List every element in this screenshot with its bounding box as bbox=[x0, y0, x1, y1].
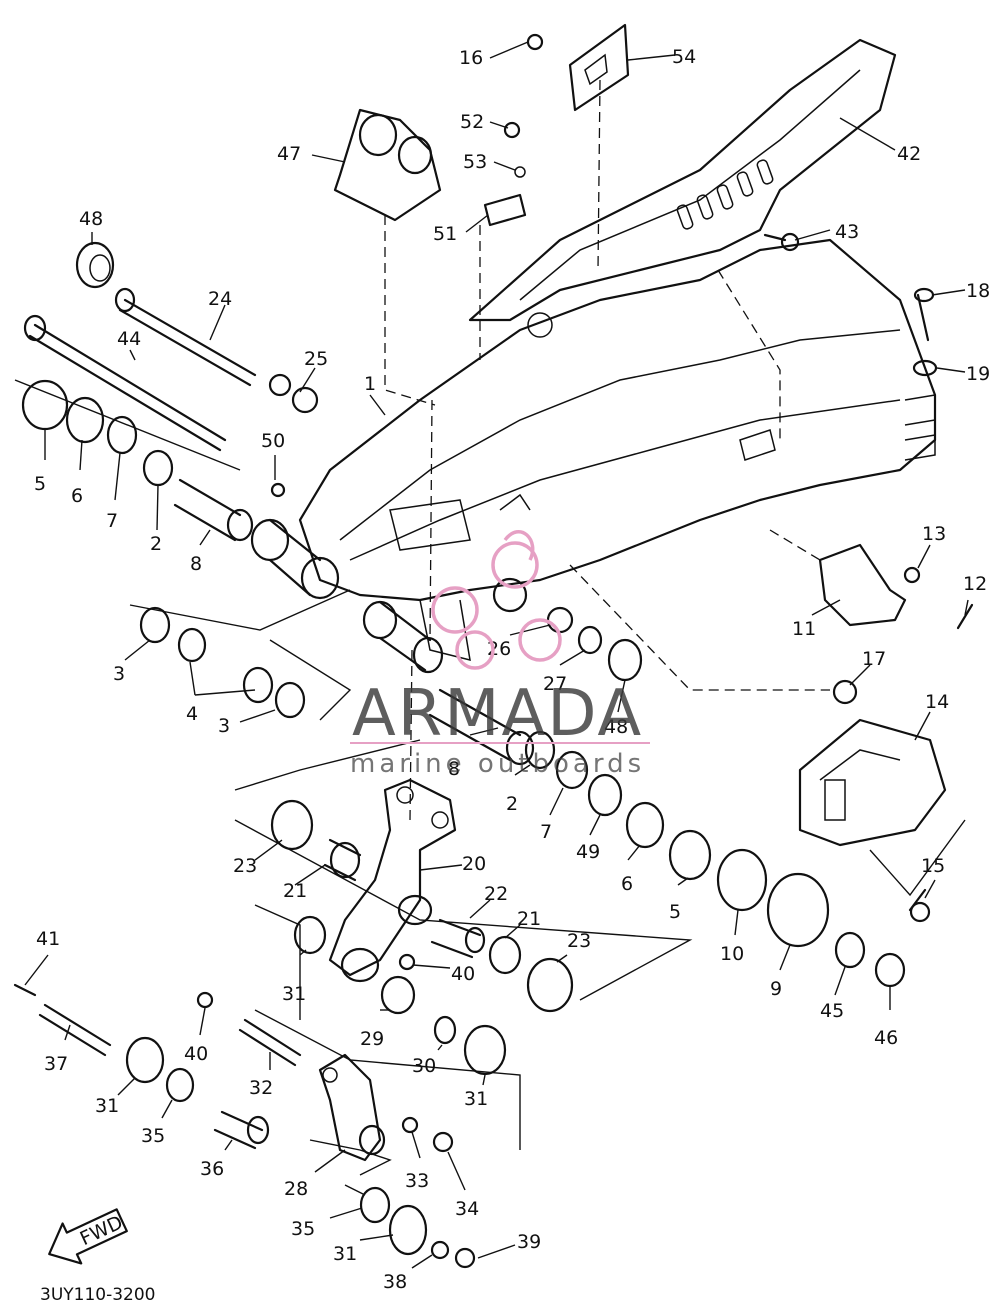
callout-50: 50 bbox=[261, 430, 285, 452]
callout-8-left: 8 bbox=[190, 553, 202, 575]
part-code: 3UY110-3200 bbox=[40, 1285, 156, 1305]
pivot-tube-left bbox=[250, 518, 290, 562]
callout-41: 41 bbox=[36, 928, 60, 950]
callout-29: 29 bbox=[360, 1028, 384, 1050]
callout-31-upper: 31 bbox=[282, 983, 306, 1005]
bolt-18 bbox=[916, 293, 930, 342]
callout-31-lower: 31 bbox=[333, 1243, 357, 1265]
swingarm-body bbox=[298, 238, 937, 602]
callout-35-lower: 35 bbox=[291, 1218, 315, 1240]
callout-labels: 16 54 52 53 47 42 51 43 48 24 18 44 25 1… bbox=[34, 46, 990, 1293]
callout-18: 18 bbox=[966, 280, 990, 302]
bushings-and-bearings bbox=[13, 33, 974, 1269]
callout-5-left: 5 bbox=[34, 473, 46, 495]
callout-17: 17 bbox=[862, 648, 886, 670]
callout-47: 47 bbox=[277, 143, 301, 165]
callout-34: 34 bbox=[455, 1198, 479, 1220]
callout-28: 28 bbox=[284, 1178, 308, 1200]
callout-7-right: 7 bbox=[540, 821, 552, 843]
callout-12: 12 bbox=[963, 573, 987, 595]
callout-25: 25 bbox=[304, 348, 328, 370]
callout-11: 11 bbox=[792, 618, 816, 640]
bolt-37 bbox=[38, 1003, 112, 1057]
chain-guard-drawing bbox=[468, 23, 897, 322]
callout-7-left: 7 bbox=[106, 510, 118, 532]
relay-arm-drawing bbox=[318, 543, 947, 1162]
fwd-arrow-icon: FWD bbox=[48, 1208, 128, 1265]
leader-lines bbox=[24, 41, 969, 1269]
callout-36: 36 bbox=[200, 1158, 224, 1180]
callout-4: 4 bbox=[186, 703, 198, 725]
callout-3-lower: 3 bbox=[218, 715, 230, 737]
callout-44: 44 bbox=[117, 328, 141, 350]
callout-8-right: 8 bbox=[448, 758, 460, 780]
callout-30: 30 bbox=[412, 1055, 436, 1077]
swingarm-drawing bbox=[250, 238, 937, 674]
callout-9: 9 bbox=[770, 978, 782, 1000]
callout-33: 33 bbox=[405, 1170, 429, 1192]
callout-32: 32 bbox=[249, 1077, 273, 1099]
callout-40-upper: 40 bbox=[451, 963, 475, 985]
callout-45: 45 bbox=[820, 1000, 844, 1022]
callout-6-right: 6 bbox=[621, 873, 633, 895]
callout-38: 38 bbox=[383, 1271, 407, 1293]
callout-48-right: 48 bbox=[604, 716, 628, 738]
watermark-brand: ARMADA bbox=[352, 677, 643, 751]
callout-49: 49 bbox=[576, 841, 600, 863]
sleeve-8 bbox=[428, 688, 522, 762]
bolt-32 bbox=[238, 1018, 302, 1067]
callout-31-left: 31 bbox=[95, 1095, 119, 1117]
callout-2-right: 2 bbox=[506, 793, 518, 815]
callout-10: 10 bbox=[720, 943, 744, 965]
callout-43: 43 bbox=[835, 221, 859, 243]
callout-54: 54 bbox=[672, 46, 696, 68]
callout-21-left: 21 bbox=[283, 880, 307, 902]
group-brackets bbox=[14, 379, 966, 1196]
callout-14: 14 bbox=[925, 691, 949, 713]
callout-5-right: 5 bbox=[669, 901, 681, 923]
callout-40-lower: 40 bbox=[184, 1043, 208, 1065]
callout-21-right: 21 bbox=[517, 908, 541, 930]
callout-31-right: 31 bbox=[464, 1088, 488, 1110]
callout-37: 37 bbox=[44, 1053, 68, 1075]
callout-22: 22 bbox=[484, 883, 508, 905]
chain-case bbox=[468, 38, 897, 322]
plate-54 bbox=[568, 23, 630, 112]
callout-1: 1 bbox=[364, 373, 376, 395]
callout-48-top: 48 bbox=[79, 208, 103, 230]
callout-2-left: 2 bbox=[150, 533, 162, 555]
callout-35-upper: 35 bbox=[141, 1125, 165, 1147]
callout-19: 19 bbox=[966, 363, 990, 385]
callout-13: 13 bbox=[922, 523, 946, 545]
swingarm-box bbox=[389, 499, 471, 551]
callout-20: 20 bbox=[462, 853, 486, 875]
callout-27: 27 bbox=[543, 673, 567, 695]
callout-46: 46 bbox=[874, 1027, 898, 1049]
alignment-lines bbox=[384, 79, 830, 821]
callout-24: 24 bbox=[208, 288, 232, 310]
callout-51: 51 bbox=[433, 223, 457, 245]
callout-53: 53 bbox=[463, 151, 487, 173]
callout-6-left: 6 bbox=[71, 485, 83, 507]
callout-3-upper: 3 bbox=[113, 663, 125, 685]
callout-39: 39 bbox=[517, 1231, 541, 1253]
callout-42: 42 bbox=[897, 143, 921, 165]
callout-15: 15 bbox=[921, 855, 945, 877]
callout-23-right: 23 bbox=[567, 930, 591, 952]
bolt-24 bbox=[118, 298, 257, 387]
chain-support-drawing bbox=[333, 108, 442, 222]
watermark: ARMADA marine outboards bbox=[350, 530, 650, 779]
watermark-logo-icon bbox=[431, 530, 562, 670]
watermark-tagline: marine outboards bbox=[350, 749, 645, 779]
callout-52: 52 bbox=[460, 111, 484, 133]
callout-16: 16 bbox=[459, 47, 483, 69]
callout-23-left: 23 bbox=[233, 855, 257, 877]
bolt-44 bbox=[28, 323, 227, 452]
